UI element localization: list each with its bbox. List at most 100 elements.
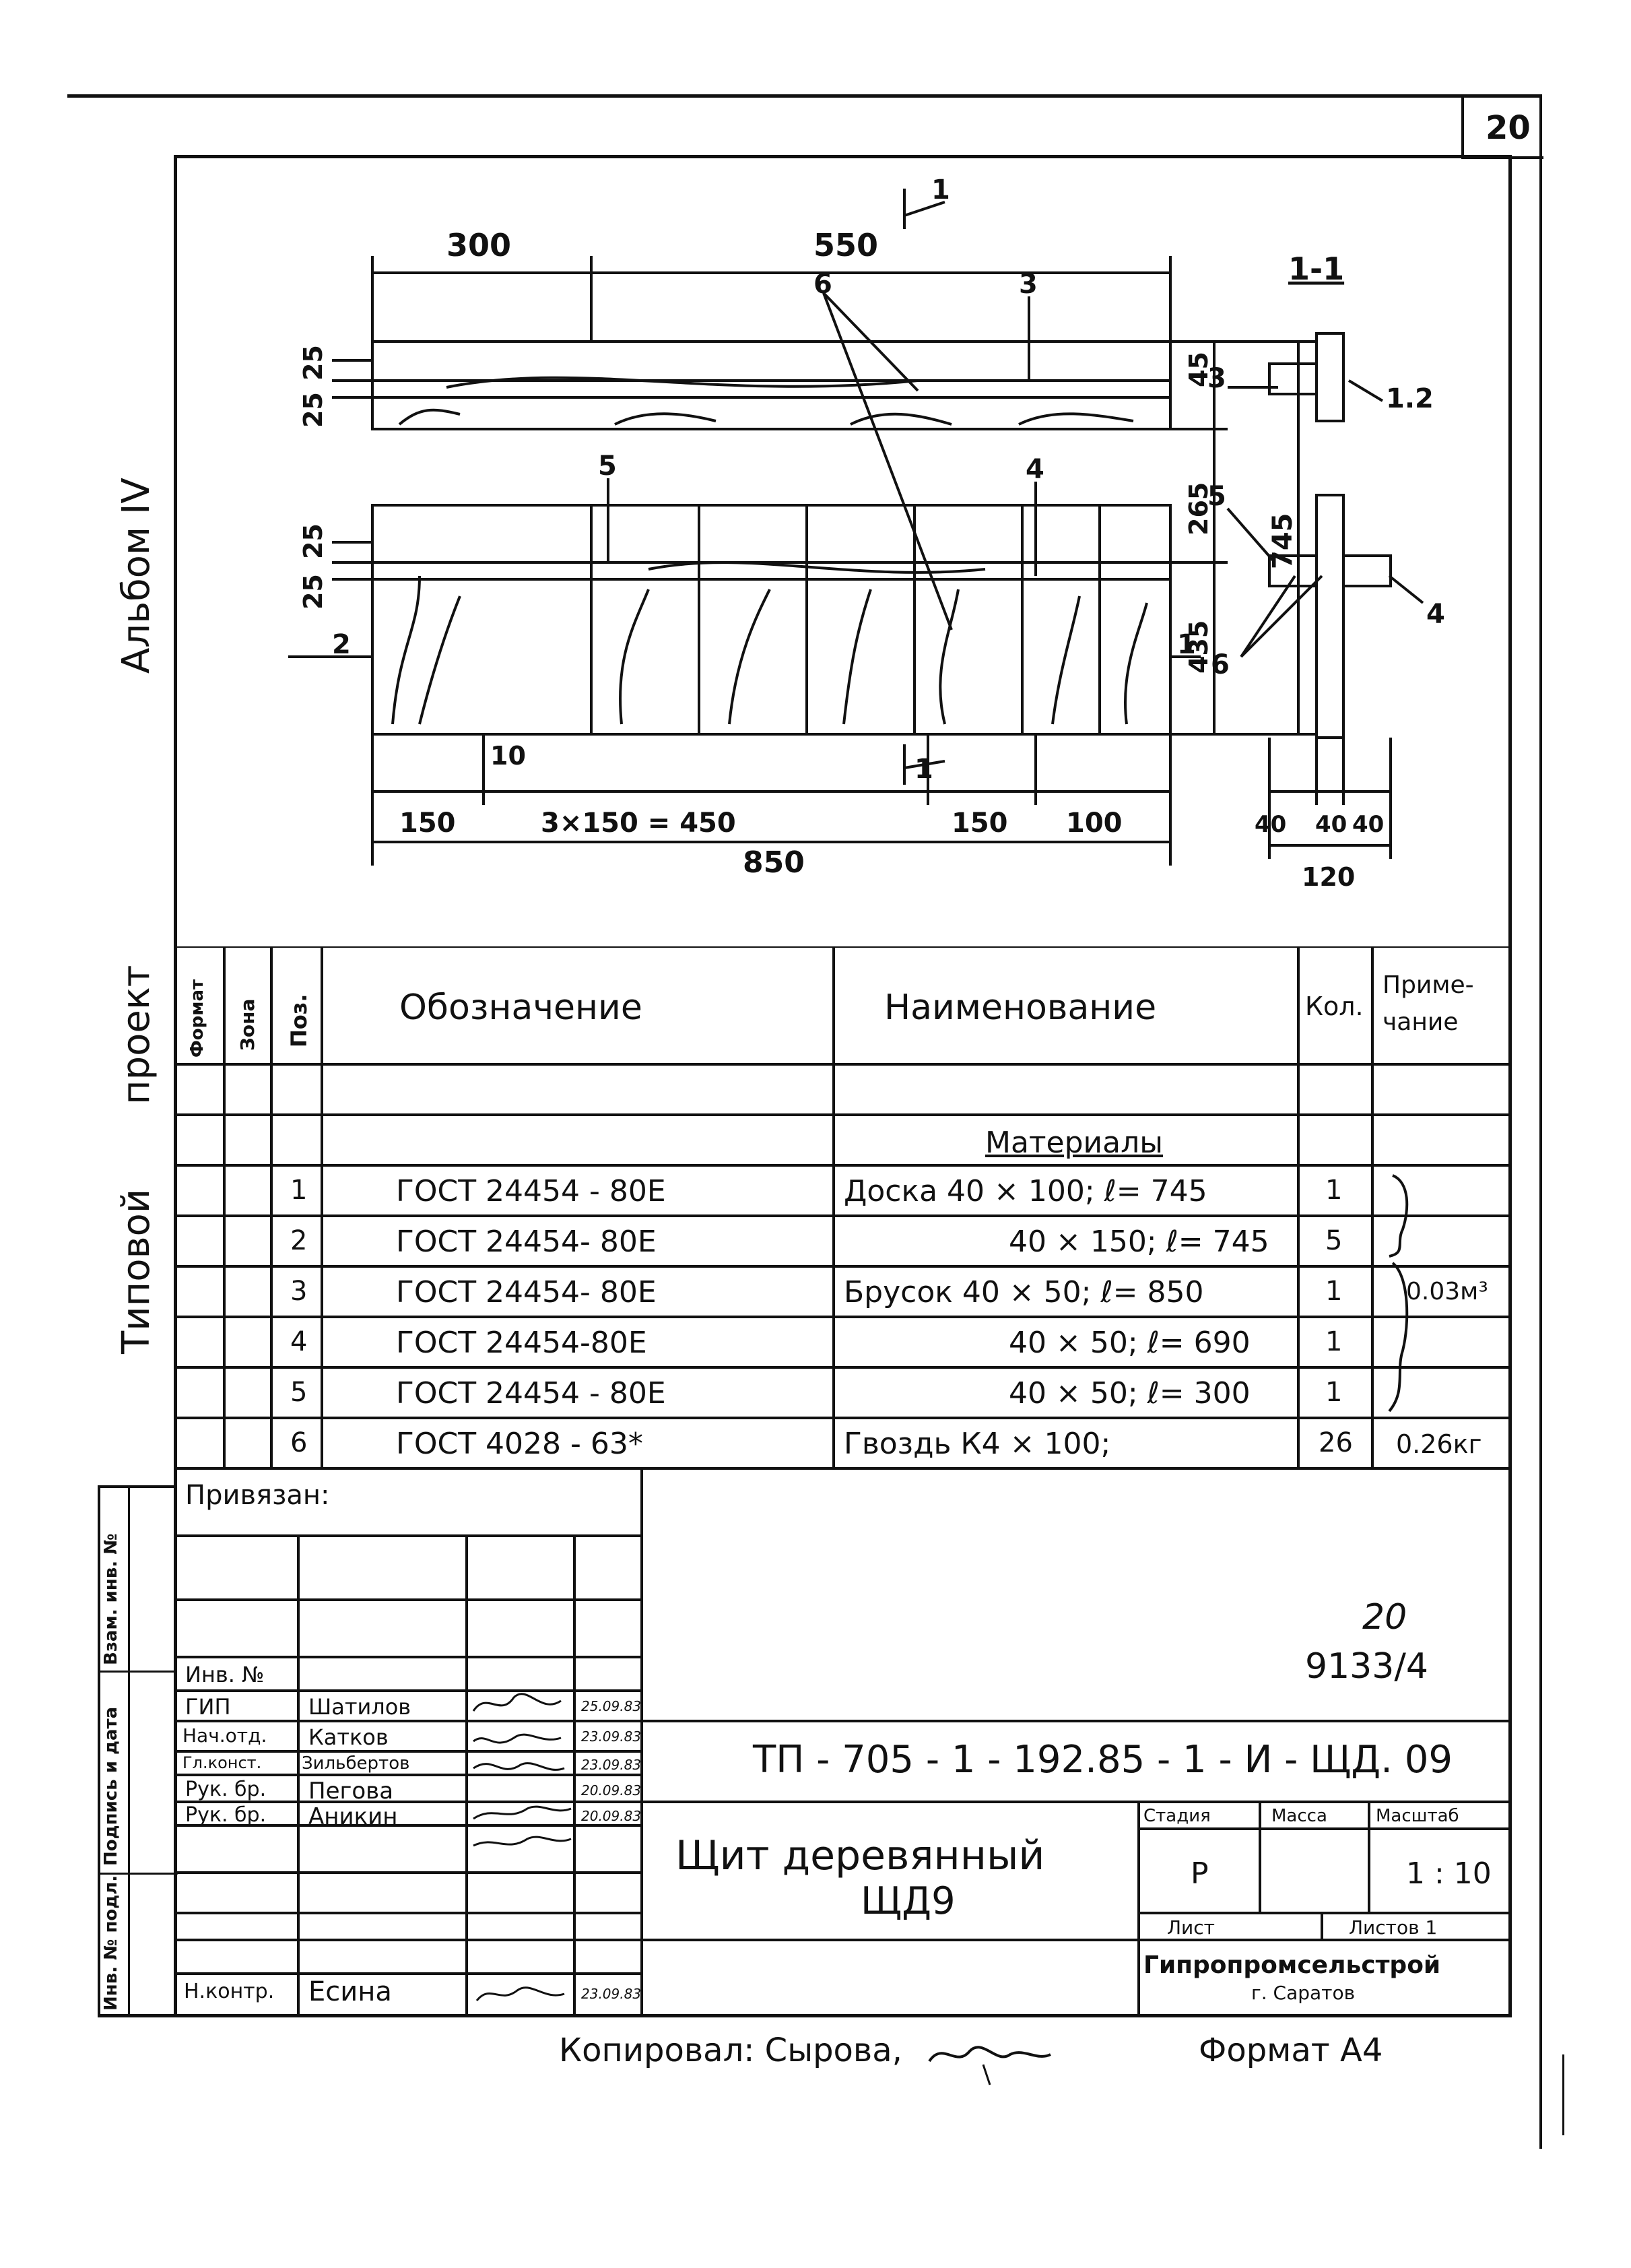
person-4-date: 20.09.83 [581,1782,642,1799]
person-5-role: Рук. бр. [185,1803,267,1827]
section-dim-40c: 40 [1352,811,1384,838]
section-materials-title: Материалы [985,1126,1163,1160]
section-mark-bottom: 1 [914,754,933,785]
sig-shatilov [472,1693,562,1712]
drawing-frame-right [1508,155,1512,2017]
project-word-1: Типовой [114,1188,158,1354]
row-1-pos: 1 [290,1175,308,1206]
sheet-number-box: 20 [1461,94,1543,159]
section-dim-40b: 40 [1315,811,1347,838]
header-format: Формат [187,979,207,1058]
dim-top-550: 550 [813,227,878,263]
sheet-ref-bottom: 9133/4 [1305,1646,1428,1687]
title-block: Привязан: Инв. № 20 9133/4 ТП - 705 - 1 … [177,1468,1508,2014]
org-city: г. Саратов [1251,1982,1356,2004]
callout-1: 1 [1177,629,1196,660]
person-5-date: 20.09.83 [581,1808,642,1824]
callout-3: 3 [1019,269,1038,300]
row-6-name: Гвоздь К4 × 100; [844,1427,1111,1461]
side-label-sign: Подпись и дата [101,1706,121,1866]
person-2-role: Нач.отд. [182,1724,267,1747]
row-4-qty: 1 [1325,1326,1343,1357]
dim-right-265: 265 [1184,482,1213,536]
row-1-designation: ГОСТ 24454 - 80Е [396,1174,666,1208]
side-label-vzam: Взам. инв. № [101,1533,121,1666]
row-6-qty: 26 [1319,1427,1353,1458]
person-2-date: 23.09.83 [581,1728,642,1745]
sheets-label: Листов 1 [1349,1916,1438,1939]
spec-table-grid [177,946,1508,1470]
dim-bottom-10: 10 [490,741,526,771]
row-5-name: 40 × 50; ℓ= 300 [1009,1376,1251,1411]
side-signature-strip [98,1485,177,2017]
header-pos: Поз. [286,994,312,1047]
stage-label: Стадия [1143,1806,1211,1826]
person-5-name: Аникин [308,1803,398,1830]
section-mark-top: 1 [931,174,950,205]
header-note-1: Приме- [1383,971,1474,999]
person-1-name: Шатилов [308,1694,411,1720]
dim-right-435: 435 [1184,620,1213,674]
stage-value: Р [1191,1856,1209,1891]
dim-top-300: 300 [446,227,511,263]
row-6-designation: ГОСТ 4028 - 63* [396,1427,643,1461]
dim-left-25a: 25 [298,345,328,381]
top-border-line [67,94,1542,98]
sig-katkov [473,1733,562,1744]
scale-value: 1 : 10 [1406,1856,1492,1891]
sig-anikin [473,1836,572,1847]
sig-esina [475,1986,565,2001]
header-note-2: чание [1383,1008,1459,1036]
section-callout-3: 3 [1207,363,1226,394]
section-post [1315,332,1345,422]
section-post-lower [1315,494,1345,739]
side-label-inv: Инв. № подл. [101,1875,121,2011]
dim-left-25b: 25 [298,392,328,428]
row-1-name: Доска 40 × 100; ℓ= 745 [844,1174,1207,1208]
drawing-frame-top [174,155,1511,158]
row-6-pos: 6 [290,1427,308,1458]
header-designation: Обозначение [399,987,642,1028]
person-4-role: Рук. бр. [185,1778,267,1801]
privyazan-label: Привязан: [185,1480,330,1511]
person-1-role: ГИП [185,1694,231,1720]
dim-right-45: 45 [1184,352,1213,387]
row-2-qty: 5 [1325,1225,1343,1256]
section-callout-12: 1.2 [1386,383,1434,414]
row-2-pos: 2 [290,1225,308,1256]
person-3-date: 23.09.83 [581,1757,642,1773]
row-3-name: Брусок 40 × 50; ℓ= 850 [844,1275,1204,1309]
item-title-1: Щит деревянный [675,1832,1045,1879]
inv-no-label: Инв. № [185,1662,265,1687]
section-batten-right [1342,554,1392,587]
dim-left-25c: 25 [298,523,328,559]
section-batten-left [1268,554,1318,587]
row-6-note: 0.26кг [1396,1429,1482,1459]
header-zone: Зона [236,998,259,1051]
dim-bottom-150a: 150 [399,808,456,839]
album-label: Альбом IV [114,478,158,674]
sig-zilbertov [473,1762,565,1771]
row-2-name: 40 × 150; ℓ= 745 [1009,1225,1269,1259]
dim-bottom-150b: 150 [952,808,1008,839]
row-3-designation: ГОСТ 24454- 80Е [396,1275,657,1309]
panel-drawing: 300 550 1 1 1-1 6 3 5 4 2 1 25 25 25 25 … [288,174,1445,892]
side-strip-divider [128,1485,130,2017]
drawing-frame-left [174,155,177,2017]
lower-rail-board [371,504,1172,736]
person-3-name: Зильбертов [302,1753,410,1774]
dim-right-745: 745 [1267,513,1298,570]
section-dim-120: 120 [1302,862,1355,892]
scale-label: Масштаб [1376,1806,1459,1826]
side-strip-hline-2 [98,1873,177,1875]
person-3-role: Гл.конст. [182,1753,262,1772]
sheet-label: Лист [1167,1916,1215,1939]
row-4-designation: ГОСТ 24454-80Е [396,1326,647,1360]
sheet-ref-top: 20 [1362,1597,1407,1638]
n-kontr-date: 23.09.83 [581,1986,642,2002]
footer-copied-signature [928,2046,1051,2085]
n-kontr-role: Н.контр. [184,1980,275,2003]
section-title: 1-1 [1288,251,1344,287]
callout-6: 6 [813,269,832,300]
sig-pegova [473,1805,572,1820]
